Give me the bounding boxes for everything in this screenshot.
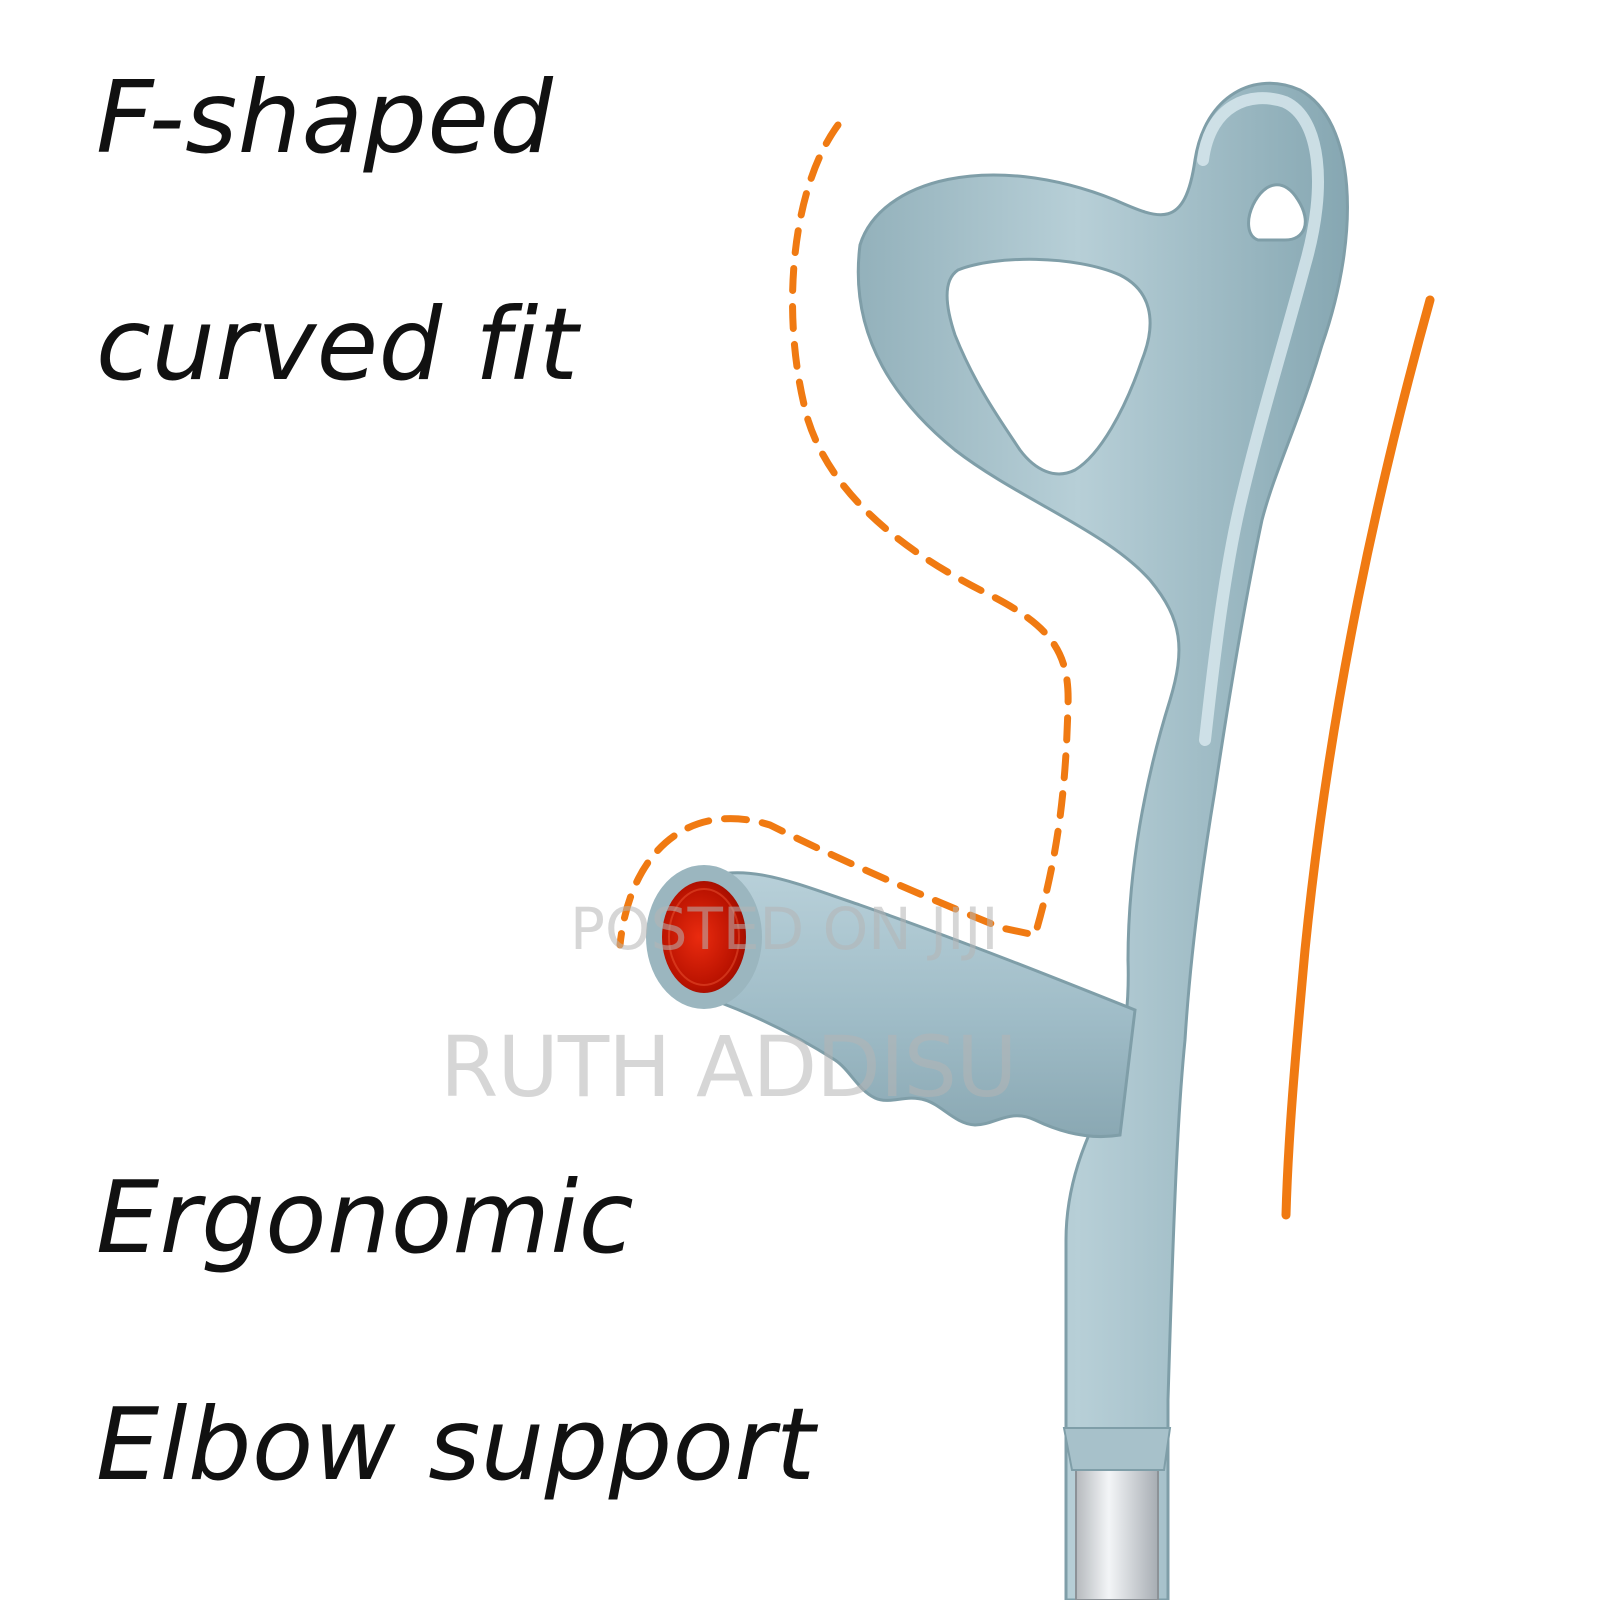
metal-tube [1075,1459,1159,1600]
cuff-hole [945,257,1152,476]
headline-line-4: Elbow support [96,1386,816,1503]
grip-end-cap [646,865,762,1009]
dashed-guide-line [616,121,1072,949]
grip-end-cap-ring [668,888,740,986]
orange-curve-line [1281,295,1435,1220]
clip-hole [1247,183,1307,242]
headline-line-3: Ergonomic [96,1159,635,1276]
watermark-seller-name: RUTH ADDISU [440,1018,1017,1116]
headline-line-2: curved fit [96,286,579,403]
headline-line-1: F-shaped [96,59,554,176]
crutch-cuff [856,81,1349,1600]
cuff-highlight [1197,92,1324,746]
tube-collar [1062,1427,1172,1471]
watermark-posted-on-jiji: POSTED ON JIJI [570,895,999,963]
